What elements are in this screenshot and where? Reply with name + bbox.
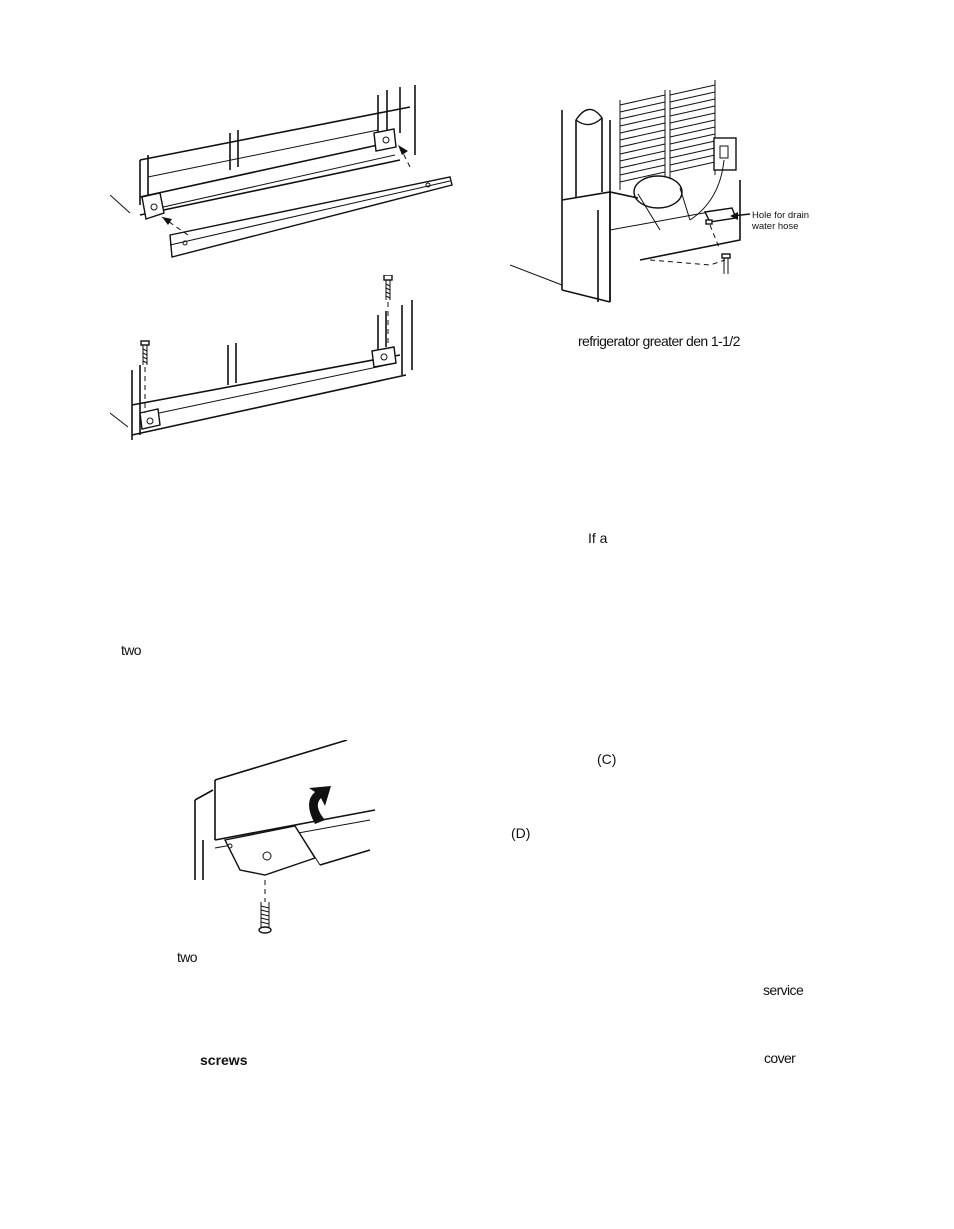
mounting-bracket-screws-icon	[110, 275, 413, 440]
drain-hole-callout-line-1: Hole for drain	[752, 210, 810, 221]
refrigerator-text-fragment: refrigerator greater den 1-1/2	[578, 333, 740, 349]
drain-hole-callout: Hole for drain water hose	[752, 210, 809, 232]
if-a-text-fragment: If a	[588, 530, 608, 546]
two-text-fragment-1: two	[121, 642, 142, 658]
cover-lift-screw-icon	[194, 740, 376, 934]
c-label-text-fragment: (C)	[597, 751, 617, 767]
bracket-alignment-figure	[110, 85, 460, 265]
bracket-screwed-figure	[110, 275, 430, 450]
cover-lift-figure	[185, 740, 385, 940]
rear-drain-figure	[510, 70, 850, 310]
mounting-bracket-alignment-icon	[110, 85, 453, 258]
screws-text-fragment: screws	[200, 1052, 248, 1068]
refrigerator-rear-drain-icon	[510, 80, 751, 303]
service-text-fragment: service	[763, 982, 804, 998]
drain-hole-callout-line-2: water hose	[752, 221, 799, 232]
d-label-text-fragment: (D)	[511, 825, 531, 841]
cover-text-fragment: cover	[764, 1050, 796, 1066]
two-text-fragment-2: two	[177, 949, 198, 965]
